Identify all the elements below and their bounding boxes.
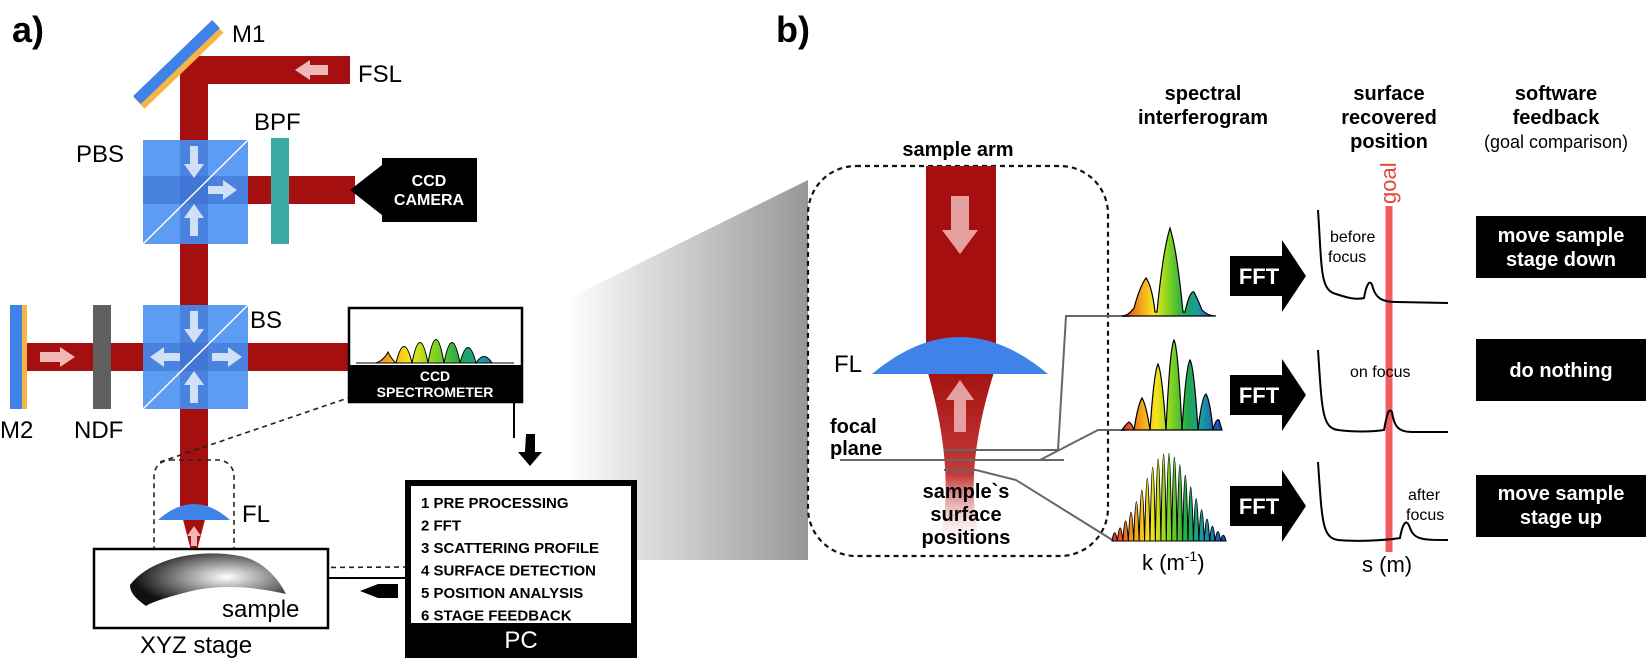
sample-label: sample (222, 596, 299, 623)
fft-arrow-row-1: FFT (1230, 240, 1306, 312)
panel-b: b) sample arm FL focal plane sample`s su… (776, 9, 1646, 577)
ccd-camera: CCD CAMERA (350, 158, 477, 222)
fft-label-3: FFT (1239, 494, 1280, 519)
arrow-down-to-pc (518, 434, 542, 466)
pc-step-4: 4 SURFACE DETECTION (421, 563, 596, 580)
header-spectral-2: interferogram (1138, 107, 1268, 129)
header-software-2: feedback (1513, 107, 1601, 129)
bs-label: BS (250, 307, 282, 334)
action-box-2: do nothing (1476, 339, 1646, 401)
focal-plane-label-1: focal (830, 416, 877, 438)
arrow-sample-down (942, 196, 978, 254)
panel-a: a) M1 FSL PBS B (0, 9, 808, 659)
ndf-label: NDF (74, 417, 123, 444)
action-3-line-1: move sample (1498, 483, 1625, 505)
action-box-3: move sample stage up (1476, 475, 1646, 537)
pc-step-3: 3 SCATTERING PROFILE (421, 540, 599, 557)
header-spectral-1: spectral (1165, 83, 1242, 105)
bandpass-filter (271, 138, 289, 244)
profile-after-focus (1317, 461, 1449, 542)
projection-wedge (565, 180, 808, 560)
state-before-1: before (1330, 229, 1375, 246)
spectrum-after-fringes (1111, 452, 1227, 542)
surface-label-1: sample`s (923, 481, 1010, 503)
arrow-fsl-left (295, 60, 328, 80)
m2-label: M2 (0, 417, 33, 444)
pc-step-1: 1 PRE PROCESSING (421, 495, 569, 512)
arrow-to-stage (360, 584, 398, 598)
mirror-m2 (10, 305, 27, 409)
ccd-spectrometer-label-2: SPECTROMETER (377, 384, 494, 400)
pc-step-6: 6 STAGE FEEDBACK (421, 608, 572, 625)
focusing-lens-a (158, 504, 230, 520)
focal-plane-label-2: plane (830, 438, 882, 460)
leader-after (975, 469, 1115, 542)
x-axis-spectral: k (m-1) (1142, 548, 1205, 575)
fft-arrow-row-3: FFT (1230, 470, 1306, 542)
header-surface-1: surface (1353, 83, 1424, 105)
fl-label-b: FL (834, 351, 862, 378)
pbs-cube (142, 139, 249, 245)
spectrum-on-focus (1120, 338, 1223, 431)
arrow-ref-right (40, 347, 75, 367)
bpf-label: BPF (254, 109, 301, 136)
state-after-1: after (1408, 487, 1441, 504)
header-software-3: (goal comparison) (1484, 132, 1628, 152)
ccd-spectrometer: CCD SPECTROMETER (347, 306, 524, 404)
pc-step-list: 1 PRE PROCESSING 2 FFT 3 SCATTERING PROFIL… (421, 495, 599, 625)
pc-step-5: 5 POSITION ANALYSIS (421, 585, 583, 602)
ccd-spectrometer-label-1: CCD (420, 368, 450, 384)
action-1-line-1: move sample (1498, 225, 1625, 247)
surface-label-2: surface (930, 504, 1001, 526)
mirror-m1 (133, 20, 224, 109)
header-software-1: software (1515, 83, 1597, 105)
pc-label: PC (504, 627, 537, 654)
spectrum-before-focus (1121, 226, 1217, 317)
sample-arm-beam (926, 166, 996, 352)
fsl-label: FSL (358, 61, 402, 88)
state-before-2: focus (1328, 249, 1366, 266)
action-box-1: move sample stage down (1476, 216, 1646, 278)
fl-label-a: FL (242, 501, 270, 528)
spectrum-after-focus (1111, 452, 1227, 542)
state-on: on focus (1350, 364, 1410, 381)
ccd-camera-label-1: CCD (412, 173, 447, 190)
sample-surface (130, 553, 286, 606)
fft-arrow-row-2: FFT (1230, 359, 1306, 431)
arrow-sample-up (946, 380, 974, 432)
action-1-line-2: stage down (1506, 249, 1616, 271)
m1-label: M1 (232, 21, 265, 48)
neutral-density-filter (93, 305, 111, 409)
sample-arm-label: sample arm (902, 139, 1013, 161)
focusing-lens-b (872, 337, 1048, 374)
action-3-line-2: stage up (1520, 507, 1602, 529)
bs-cube (142, 304, 249, 410)
profile-before-focus (1317, 209, 1449, 304)
goal-label: goal (1376, 162, 1401, 204)
panel-b-label: b) (776, 9, 810, 50)
pbs-label: PBS (76, 141, 124, 168)
header-surface-2: recovered (1341, 107, 1437, 129)
pc-step-2: 2 FFT (421, 518, 461, 535)
surface-label-3: positions (922, 527, 1011, 549)
xyz-stage-label: XYZ stage (140, 632, 252, 659)
sample-arm-focus (926, 366, 996, 548)
header-surface-3: position (1350, 131, 1428, 153)
arrow-lens-up (187, 526, 201, 546)
fft-label-2: FFT (1239, 383, 1280, 408)
x-axis-position: s (m) (1362, 552, 1412, 577)
action-2-line-1: do nothing (1509, 360, 1612, 382)
leader-before (976, 315, 1130, 451)
state-after-2: focus (1406, 507, 1444, 524)
ccd-camera-label-2: CAMERA (394, 192, 465, 209)
profile-on-focus (1317, 349, 1448, 433)
fft-label-1: FFT (1239, 264, 1280, 289)
zoom-line-top (159, 397, 349, 463)
leader-on (1039, 429, 1125, 461)
panel-a-label: a) (12, 9, 44, 50)
pc-box: 1 PRE PROCESSING 2 FFT 3 SCATTERING PROFIL… (405, 480, 637, 658)
